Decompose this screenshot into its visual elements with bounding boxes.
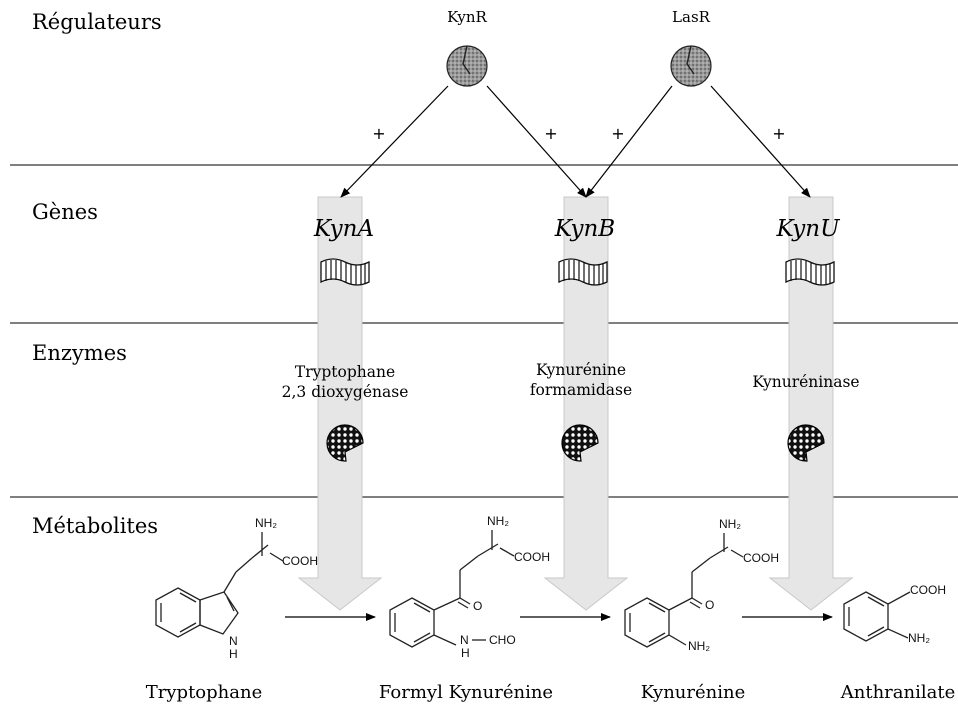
fkyn-o: O xyxy=(473,599,482,613)
trp-nh2: NH₂ xyxy=(255,516,277,530)
kyn-cooh: COOH xyxy=(743,551,779,565)
activation-arrow-kynr-kyna xyxy=(340,85,449,198)
activation-arrow-lasr-kynu xyxy=(710,85,811,198)
enzyme-label-line1: Kynuréninase xyxy=(752,373,860,391)
kynurenine-structure xyxy=(624,533,744,648)
metabolite-label-anthranilate: Anthranilate xyxy=(840,682,956,703)
enzyme-label-kyn-formamidase: Kynurénine formamidase xyxy=(530,360,632,400)
regulator-lasr-icon xyxy=(670,45,712,87)
trp-cooh: COOH xyxy=(282,554,318,568)
anthranilate-structure xyxy=(843,591,911,642)
tryptophan-structure xyxy=(155,532,284,638)
regulation-sign-kynr-kynb: + xyxy=(544,124,558,143)
enzyme-label-line2: formamidase xyxy=(529,381,633,399)
trp-n: N xyxy=(229,634,238,648)
enzyme-label-line1: Tryptophane xyxy=(294,363,396,381)
row-label-metabolites: Métabolites xyxy=(32,514,159,538)
enzyme-label-line2: 2,3 dioxygénase xyxy=(281,383,409,401)
enzyme-label-trp-dioxygenase: Tryptophane 2,3 dioxygénase xyxy=(282,362,409,402)
enzyme-label-line1: Kynurénine xyxy=(536,361,626,379)
row-label-regulators: Régulateurs xyxy=(32,10,162,34)
fkyn-h: H xyxy=(461,646,470,660)
gene-kyna-icon xyxy=(320,258,370,286)
gene-kynu-icon xyxy=(785,258,835,286)
metabolite-label-formyl-kynurenine: Formyl Kynurénine xyxy=(378,682,554,703)
gene-kynb-icon xyxy=(558,258,608,286)
fkyn-cooh: COOH xyxy=(514,550,550,564)
metabolite-label-tryptophane: Tryptophane xyxy=(145,682,263,703)
regulation-sign-lasr-kynu: + xyxy=(772,124,786,143)
enzyme-kyn-formamidase-icon xyxy=(561,424,599,462)
gene-label-kynb: KynB xyxy=(554,216,616,242)
fkyn-nh2: NH₂ xyxy=(487,514,509,528)
row-label-enzymes: Enzymes xyxy=(32,341,127,365)
regulator-label-lasr: LasR xyxy=(672,8,710,26)
formyl-kynurenine-structure xyxy=(389,530,515,648)
kyn-o: O xyxy=(705,598,714,612)
fkyn-cho: CHO xyxy=(489,633,516,647)
regulation-sign-lasr-kynb: + xyxy=(611,124,625,143)
activation-arrow-kynr-kynb xyxy=(486,85,587,198)
enzyme-label-kynureninase: Kynuréninase xyxy=(752,372,859,392)
kyn-nh2-aryl: NH₂ xyxy=(688,639,710,653)
anth-nh2: NH₂ xyxy=(908,631,930,645)
metabolite-label-kynurenine: Kynurénine xyxy=(640,682,746,703)
trp-h: H xyxy=(229,647,238,661)
row-label-genes: Gènes xyxy=(32,200,98,224)
pathway-arrow-kynb xyxy=(543,196,629,611)
activation-arrow-lasr-kynb xyxy=(585,85,673,198)
pathway-arrow-kynu xyxy=(768,196,854,611)
regulator-kynr-icon xyxy=(446,45,488,87)
regulator-label-kynr: KynR xyxy=(447,8,487,26)
kyn-nh2: NH₂ xyxy=(719,517,741,531)
fkyn-n: N xyxy=(460,633,469,647)
anth-cooh: COOH xyxy=(910,583,946,597)
regulation-sign-kynr-kyna: + xyxy=(372,124,386,143)
pathway-arrow-kyna xyxy=(297,196,383,611)
gene-label-kynu: KynU xyxy=(776,216,840,242)
gene-label-kyna: KynA xyxy=(313,216,375,242)
enzyme-trp-dioxygenase-icon xyxy=(326,424,364,462)
enzyme-kynureninase-icon xyxy=(787,424,825,462)
